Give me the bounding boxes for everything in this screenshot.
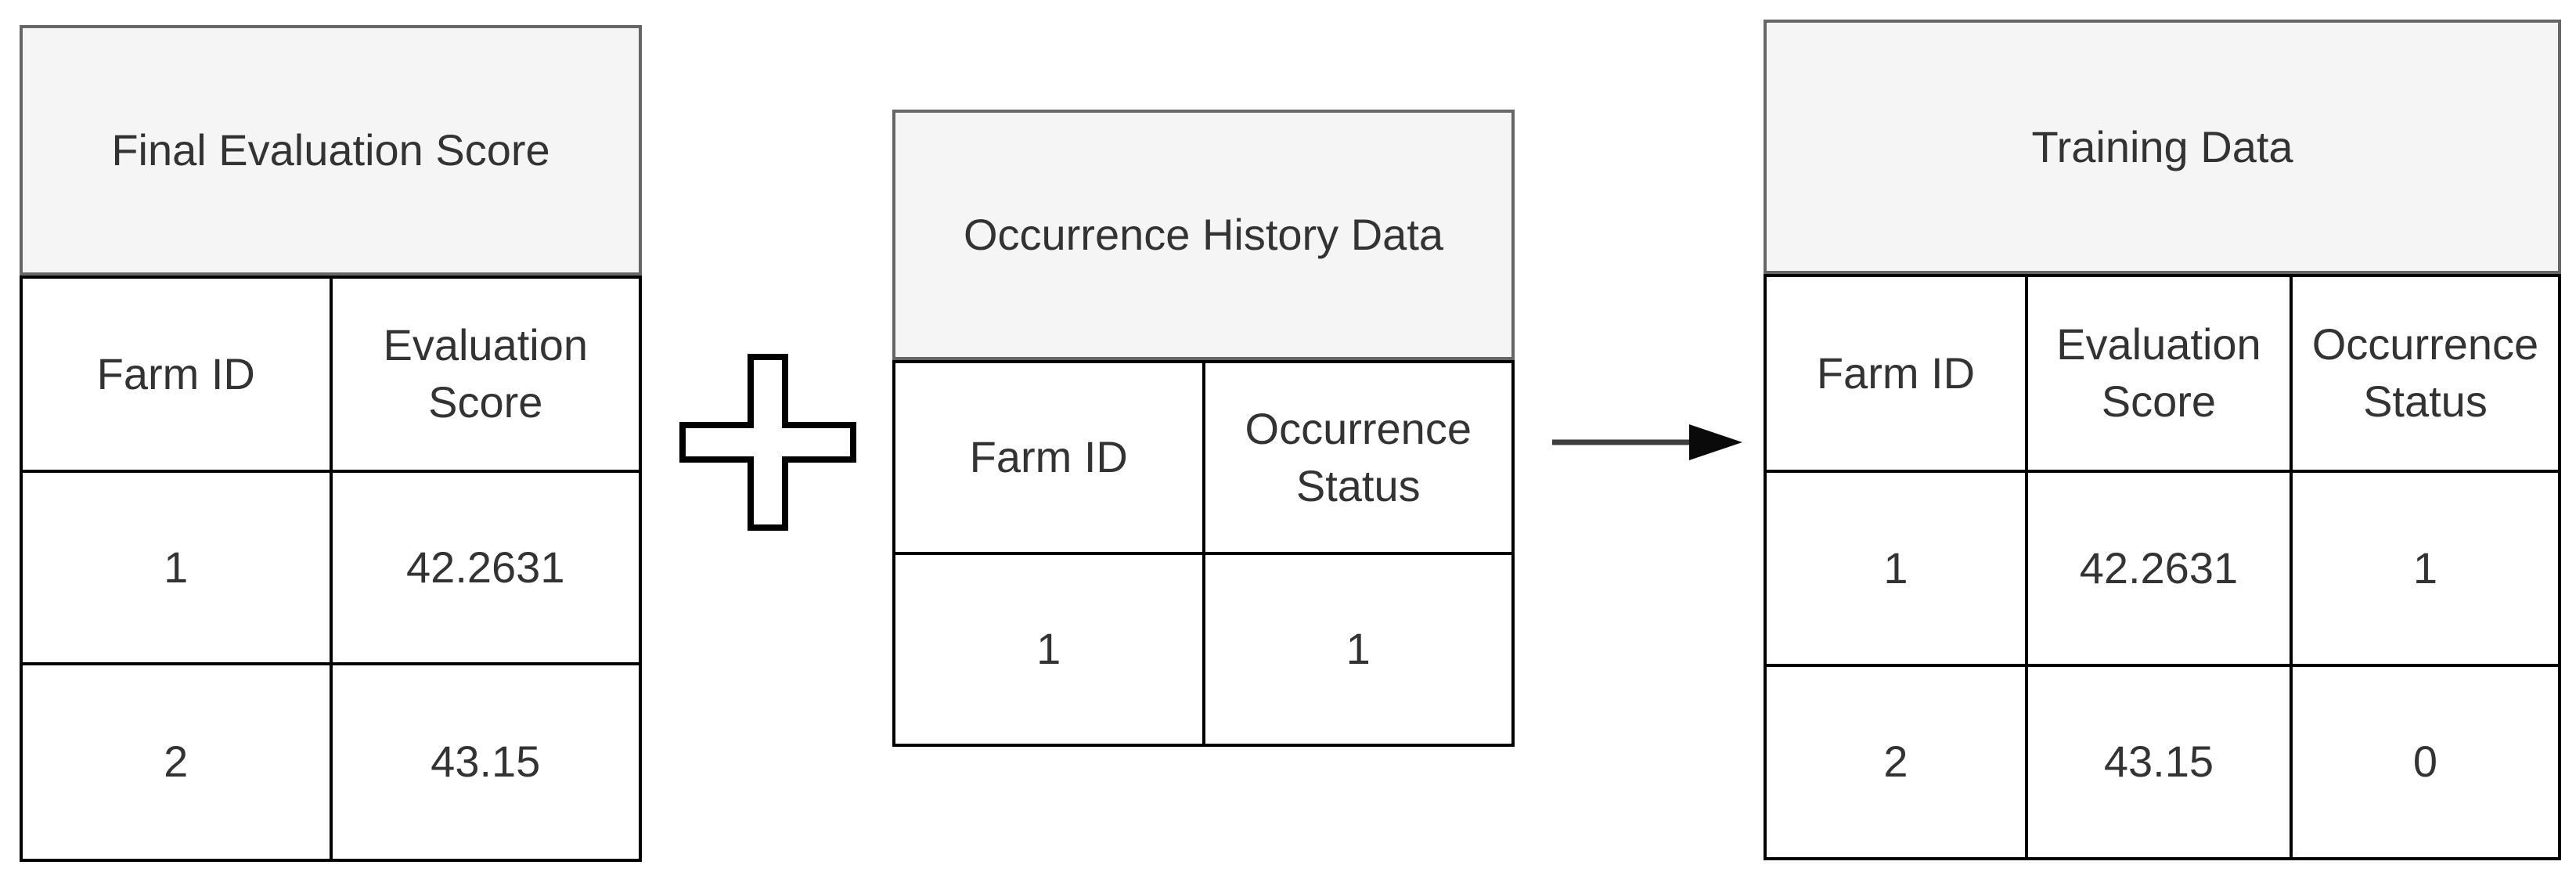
table-training-data: Training Data Farm ID Evaluation Score O… [1764,20,2562,860]
table-cell: 2 [1764,664,2028,860]
table-cell: 1 [2289,470,2562,667]
table-cell: 1 [20,470,333,665]
table-final-evaluation-score: Final Evaluation Score Farm ID Evaluatio… [20,25,642,862]
table-occurrence-history-data: Occurrence History Data Farm ID Occurren… [892,110,1515,747]
column-header: Farm ID [892,360,1205,555]
header-row: Farm ID Evaluation Score Occurrence Stat… [1764,274,2562,473]
table-grid: Farm ID Evaluation Score Occurrence Stat… [1764,274,2562,860]
header-row: Farm ID Occurrence Status [892,360,1515,555]
table-title-text: Final Evaluation Score [111,125,550,175]
arrow-right-icon [1552,424,1742,460]
table-title-bar: Final Evaluation Score [20,25,642,276]
table-row: 1 1 [892,552,1515,747]
header-row: Farm ID Evaluation Score [20,276,642,473]
table-cell: 1 [892,552,1205,747]
table-title-bar: Training Data [1764,20,2561,274]
column-header: Occurrence Status [1202,360,1515,555]
column-header: Farm ID [1764,274,2028,473]
column-header: Farm ID [20,276,333,473]
column-header: Occurrence Status [2289,274,2562,473]
table-cell: 42.2631 [329,470,642,665]
table-title-text: Occurrence History Data [963,210,1444,259]
table-row: 2 43.15 [20,662,642,862]
table-row: 1 42.2631 1 [1764,470,2562,667]
plus-icon [679,354,856,531]
column-header: Evaluation Score [329,276,642,473]
table-row: 1 42.2631 [20,470,642,665]
table-grid: Farm ID Occurrence Status 1 1 [892,360,1515,747]
column-header: Evaluation Score [2024,274,2293,473]
table-cell: 1 [1202,552,1515,747]
table-row: 2 43.15 0 [1764,664,2562,860]
table-title-bar: Occurrence History Data [892,110,1515,360]
table-cell: 43.15 [2024,664,2293,860]
table-cell: 42.2631 [2024,470,2293,667]
table-cell: 0 [2289,664,2562,860]
table-cell: 1 [1764,470,2028,667]
table-grid: Farm ID Evaluation Score 1 42.2631 2 43.… [20,276,642,862]
table-cell: 43.15 [329,662,642,862]
table-cell: 2 [20,662,333,862]
table-title-text: Training Data [2031,121,2293,171]
